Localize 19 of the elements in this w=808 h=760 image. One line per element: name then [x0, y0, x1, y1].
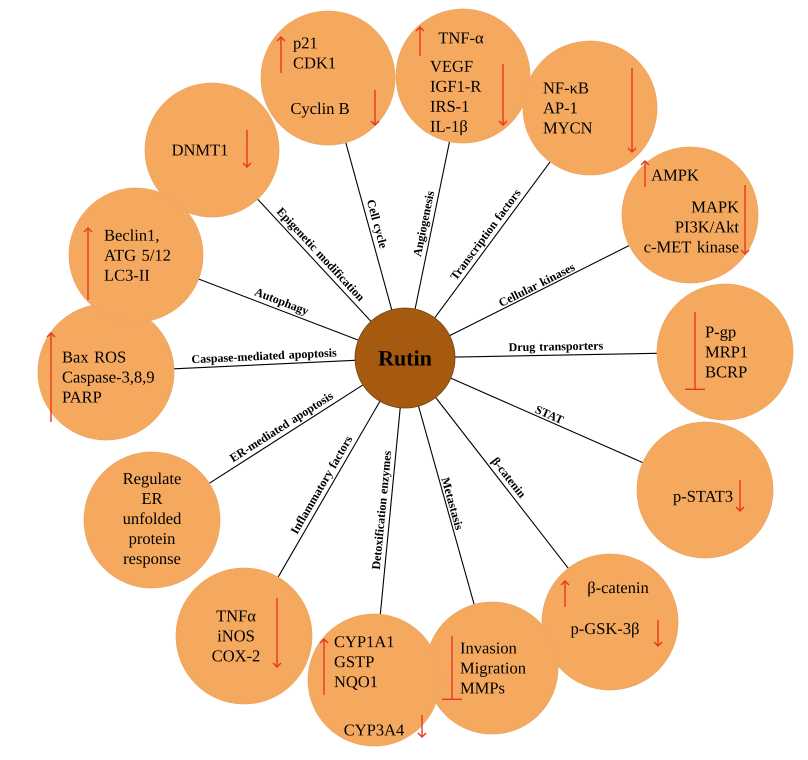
connector-line: [208, 384, 364, 484]
connector-line: [450, 378, 643, 464]
connector-line: [257, 198, 372, 322]
connector-line: [380, 408, 401, 614]
connector-line: [174, 360, 356, 370]
edge-label: Cell cycle: [368, 200, 386, 248]
connector-line: [418, 406, 475, 605]
connector-line: [454, 352, 658, 358]
connector-line: [345, 142, 392, 310]
edge-label: Caspase-mediated apoptosis: [192, 348, 336, 365]
edge-label: Detoxification enzymes: [372, 451, 392, 570]
edge-label: STAT: [535, 406, 564, 424]
connector-line: [434, 162, 551, 318]
connector-line: [435, 397, 569, 569]
connector-line: [414, 142, 450, 310]
connector-line: [278, 401, 380, 578]
connector-line: [449, 245, 630, 336]
edge-label: Drug transporters: [508, 343, 603, 354]
connector-line: [198, 278, 358, 341]
